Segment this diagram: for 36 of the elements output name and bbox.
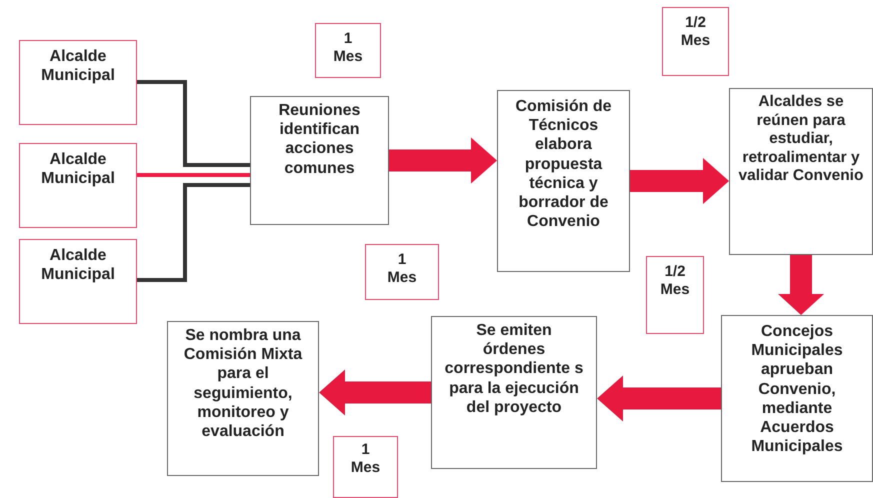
block-arrow <box>630 158 729 204</box>
duration-box <box>662 7 729 76</box>
process-box <box>250 96 389 225</box>
duration-box <box>365 244 439 300</box>
process-box <box>497 90 630 272</box>
block-arrow <box>778 255 824 315</box>
process-box <box>721 315 873 482</box>
block-arrow <box>319 370 431 416</box>
node-text: Alcalde Municipal <box>40 47 116 86</box>
node-text: Reuniones identifican acciones comunes <box>278 101 362 178</box>
block-arrow <box>597 376 721 422</box>
duration-box <box>333 436 398 498</box>
node-text: Alcalde Municipal <box>40 150 116 188</box>
node-text: Alcaldes se reúnen para estudiar, retroalimentar y validar Convenio <box>738 93 864 186</box>
process-box <box>19 239 137 324</box>
node-text: Concejos Municipales aprueban Convenio, mediante Acuerdos Municipales <box>750 322 844 456</box>
process-box <box>729 88 873 255</box>
node-text: 1 Mes <box>333 30 363 66</box>
process-box <box>19 143 137 228</box>
node-text: Se emiten órdenes correspondiente s para la ejecución del proyecto <box>444 321 584 417</box>
process-box <box>167 321 319 476</box>
duration-box <box>315 23 381 78</box>
connector-line <box>137 80 250 167</box>
node-text: 1 Mes <box>387 251 417 287</box>
connector-line <box>137 183 250 282</box>
block-arrow <box>389 138 497 184</box>
node-text: Alcalde Municipal <box>40 246 116 284</box>
process-box <box>431 316 597 469</box>
process-box <box>19 40 137 125</box>
node-text: 1 Mes <box>350 441 380 477</box>
duration-box <box>646 256 704 334</box>
node-text: 1/2 Mes <box>680 14 710 50</box>
node-text: Comisión de Técnicos elabora propuesta técnica y borrador de Convenio <box>514 97 612 232</box>
connector-line <box>137 173 250 177</box>
node-text: Se nombra una Comisión Mixta para el seguimiento, monitoreo y evaluación <box>182 326 304 442</box>
node-text: 1/2 Mes <box>660 263 690 299</box>
